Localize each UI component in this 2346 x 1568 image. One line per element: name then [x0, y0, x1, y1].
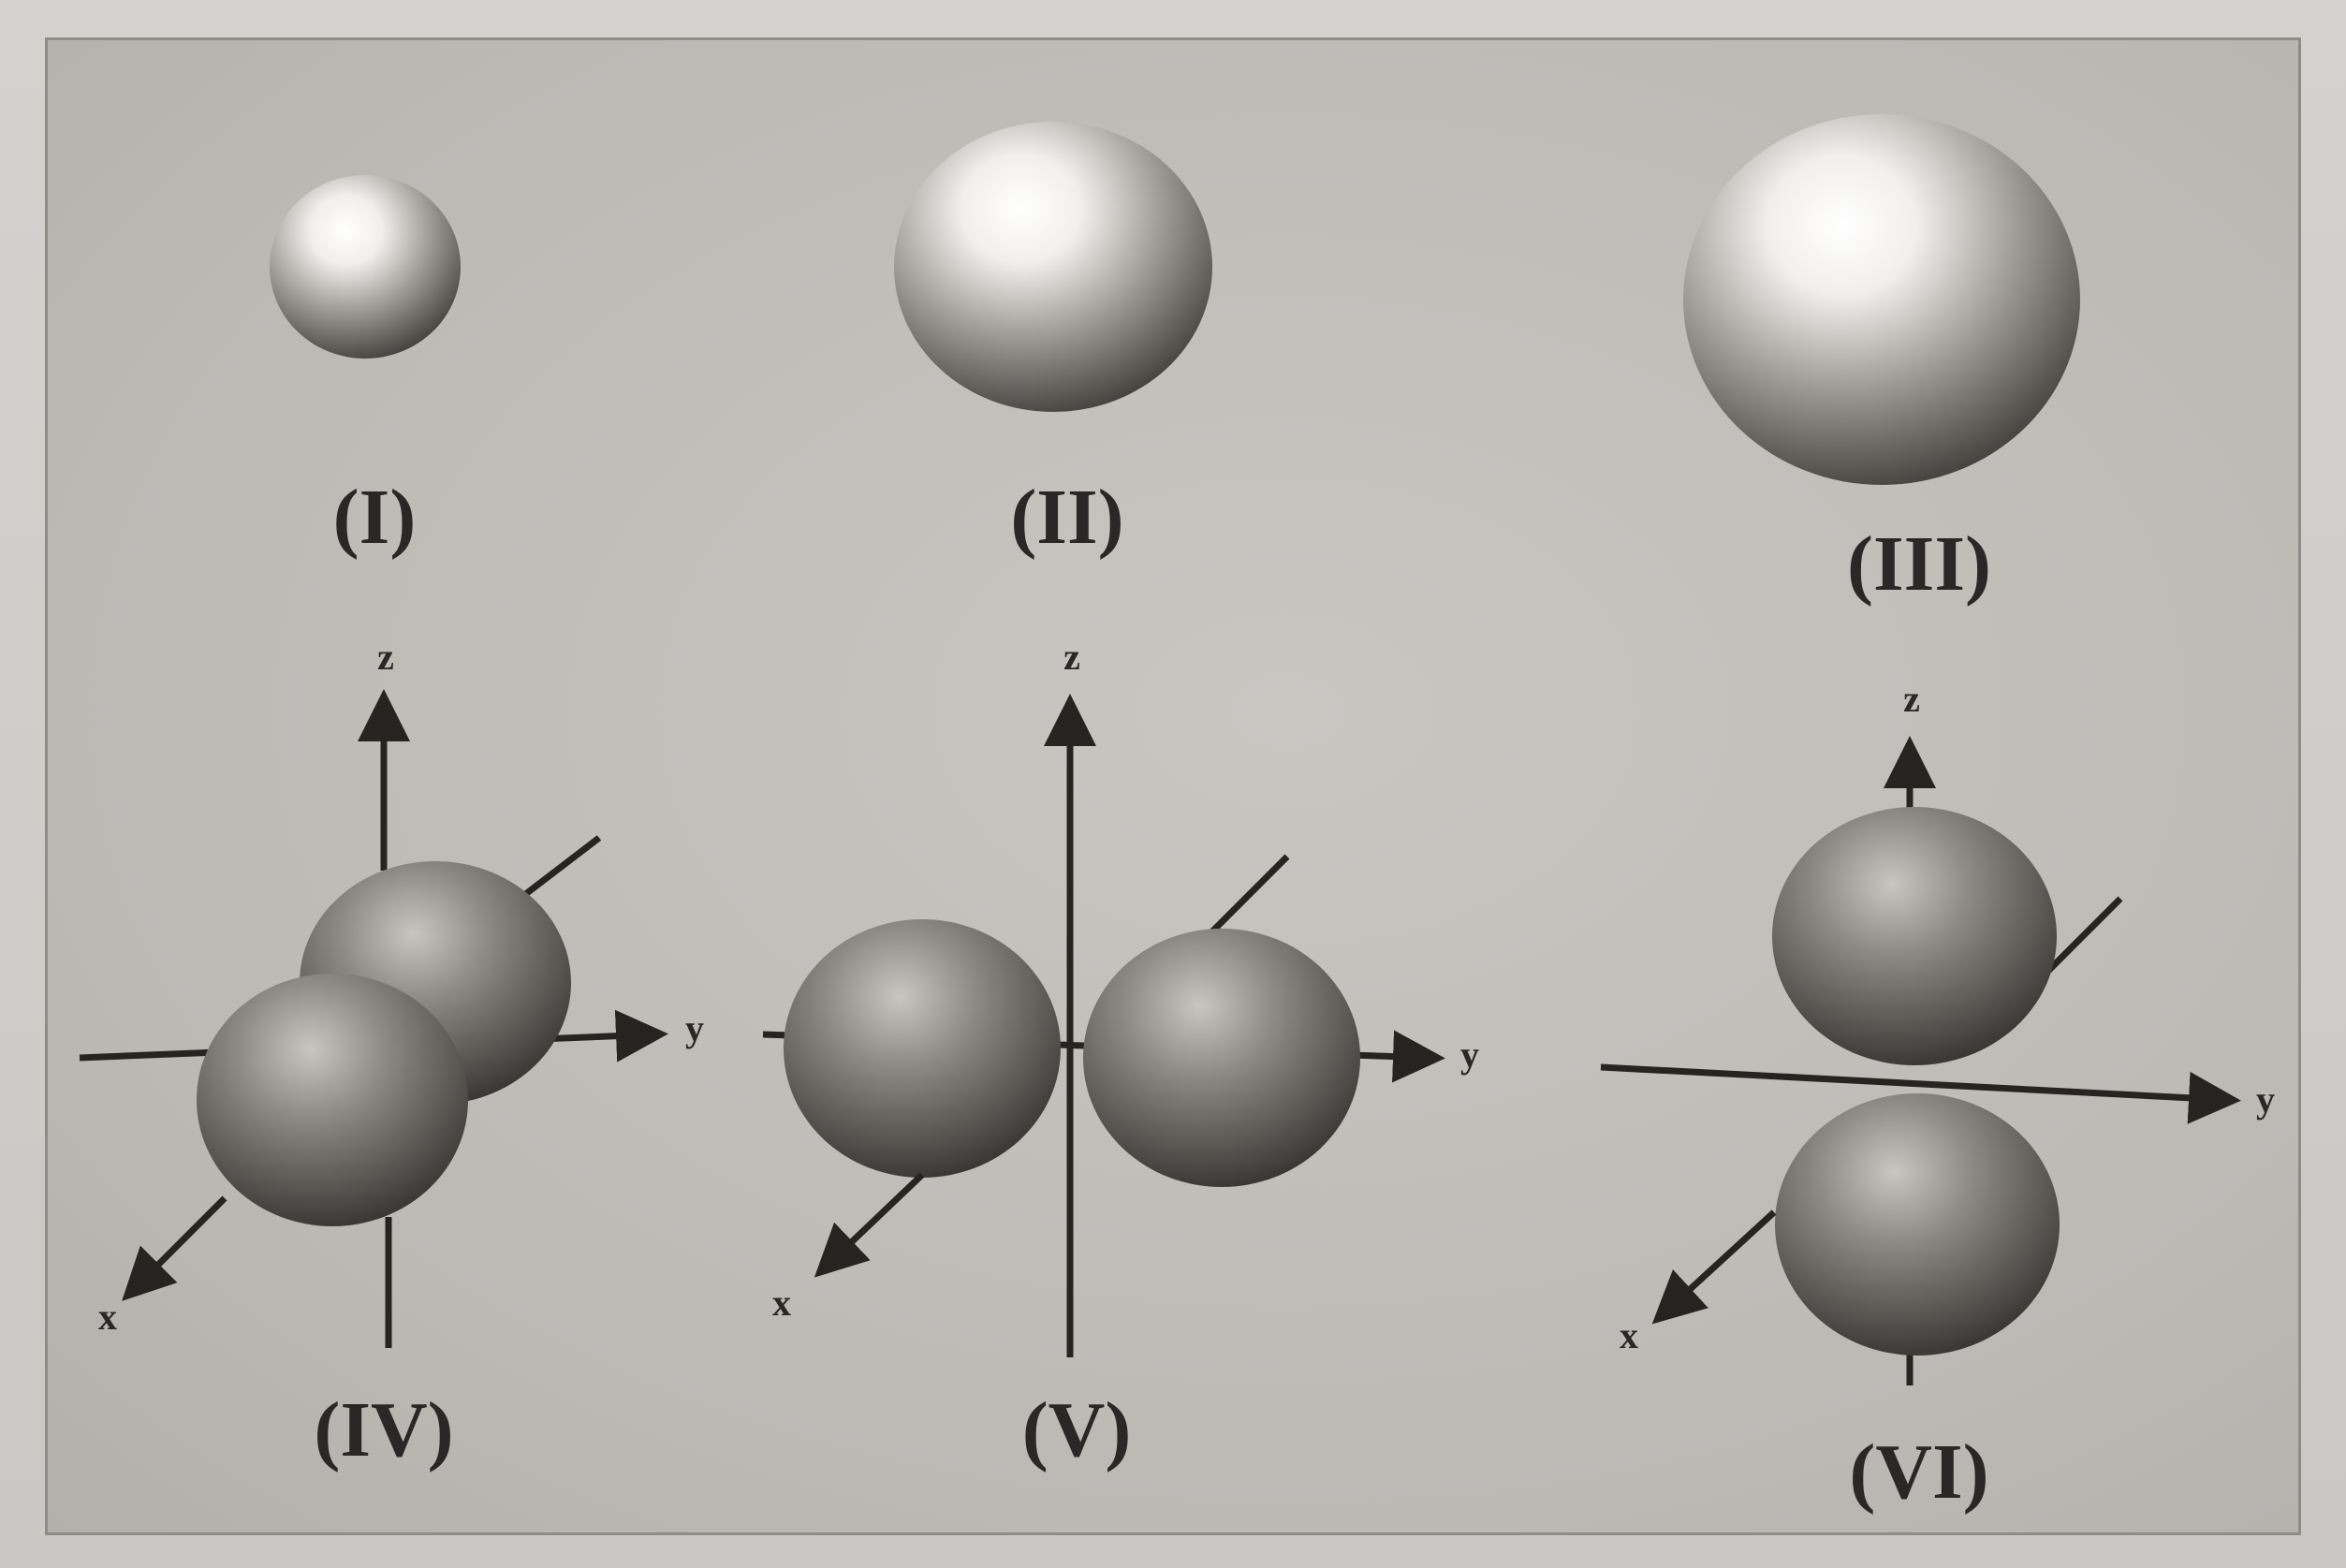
orbital-VI-diagram: z y x: [1601, 678, 2275, 1385]
orbital-VI-lobe-upper: [1772, 807, 2057, 1065]
z-axis-label: z: [1063, 636, 1080, 678]
z-axis-label: z: [1903, 678, 1920, 720]
orbital-II-label: (II): [1010, 474, 1123, 561]
x-axis-label: x: [1620, 1314, 1638, 1356]
orbital-IV-lobe-front: [197, 974, 468, 1226]
x-axis-line: [824, 1175, 922, 1268]
orbital-III-sphere: [1683, 114, 2080, 485]
orbital-IV-diagram: z y x: [80, 636, 704, 1348]
orbital-I-sphere: [270, 175, 461, 359]
orbital-V-label: (V): [1022, 1386, 1132, 1473]
x-axis-label: x: [772, 1282, 791, 1324]
orbital-II-sphere: [894, 122, 1212, 412]
y-axis-label: y: [685, 1007, 704, 1049]
y-axis-label: y: [2256, 1078, 2275, 1121]
x-axis-line: [131, 1198, 225, 1292]
x-axis-label: x: [98, 1296, 117, 1338]
orbital-VI-lobe-lower: [1775, 1093, 2060, 1356]
orbital-III-label: (III): [1847, 520, 1991, 608]
orbital-V-lobe-right: [1083, 929, 1360, 1187]
z-axis-label: z: [377, 636, 394, 678]
x-axis-line: [1662, 1212, 1774, 1315]
orbital-V-lobe-left: [784, 919, 1061, 1178]
orbital-V-diagram: z y x: [763, 636, 1479, 1357]
orbital-IV-label: (IV): [314, 1386, 453, 1473]
x-axis-back: [1208, 857, 1287, 936]
y-axis-label: y: [1460, 1033, 1479, 1076]
orbital-VI-label: (VI): [1849, 1429, 1988, 1516]
orbital-I-label: (I): [333, 474, 417, 561]
x-axis-back: [520, 838, 599, 899]
